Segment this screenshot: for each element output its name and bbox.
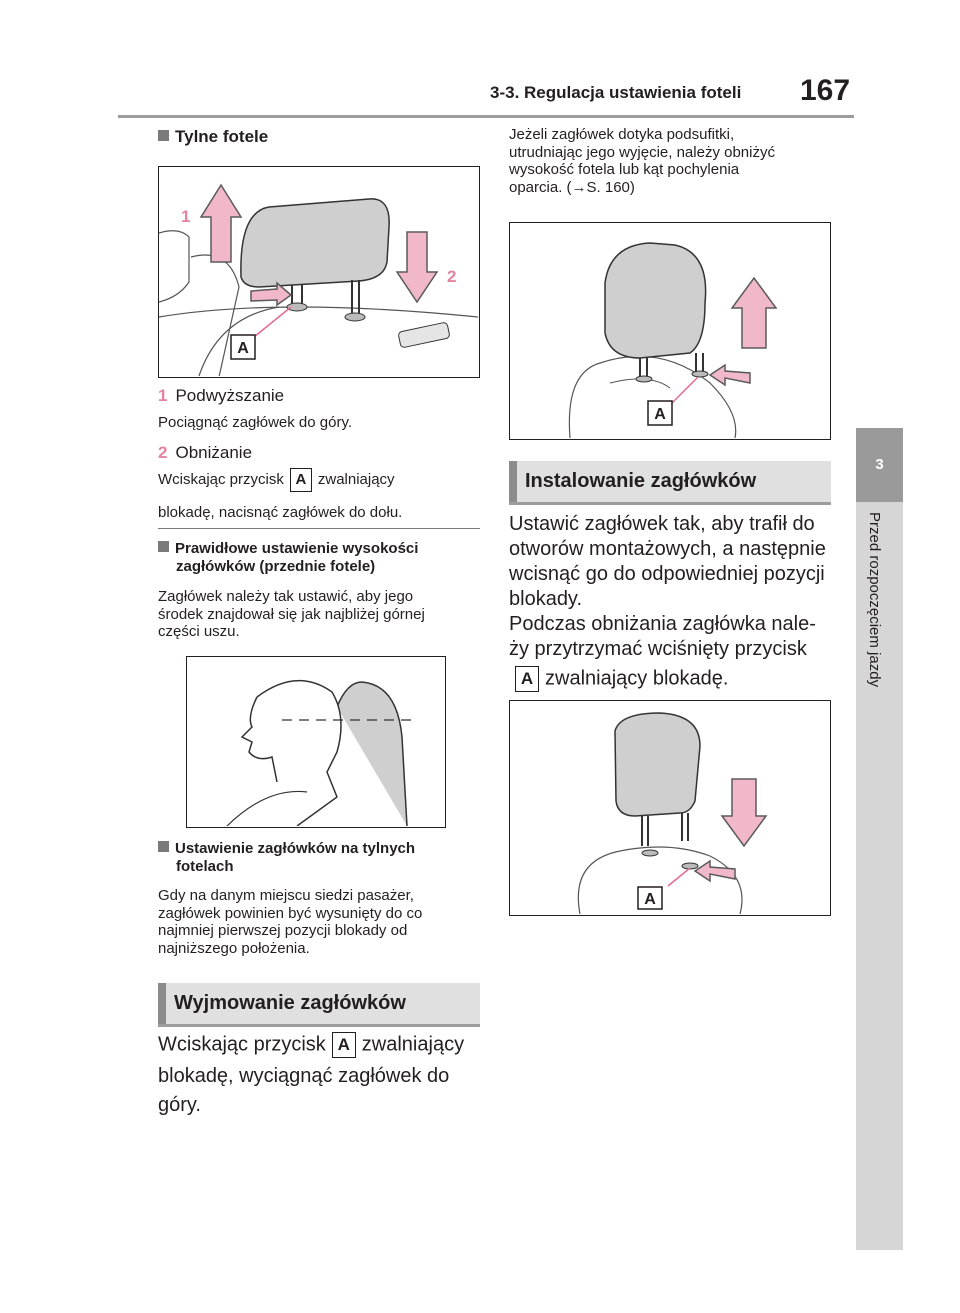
svg-text:A: A	[654, 406, 666, 423]
rear-seats-heading: Tylne fotele	[158, 127, 268, 147]
headrest-removal-illustration: A	[568, 242, 778, 439]
release-button-key: A	[331, 1032, 356, 1058]
chapter-tab-label: Przed rozpoczęciem jazdy	[866, 512, 883, 688]
divider	[158, 528, 480, 529]
rear-headrest-illustration: A 1 2	[158, 183, 479, 378]
svg-text:1: 1	[181, 207, 190, 226]
svg-text:A: A	[644, 891, 656, 908]
svg-text:A: A	[237, 340, 249, 357]
figure-rear-headrest: A 1 2	[158, 166, 480, 378]
release-button-key: A	[289, 468, 312, 492]
figure-head-position	[186, 656, 446, 828]
rear-height-text: Gdy na danym miejscu siedzi pasażer,zagł…	[158, 887, 423, 957]
svg-text:2: 2	[447, 267, 456, 286]
ceiling-note: Jeżeli zagłówek dotyka podsufitki,utrudn…	[509, 126, 775, 196]
chapter-tab	[856, 502, 903, 1250]
install-text: Ustawić zagłówek tak, aby trafił do otwo…	[509, 512, 849, 692]
figure-headrest-install: A	[509, 700, 831, 916]
header-rule	[118, 115, 854, 118]
head-position-illustration	[226, 680, 417, 827]
item-lower-text-2: blokadę, nacisnąć zagłówek do dołu.	[158, 504, 403, 521]
page-number: 167	[800, 74, 851, 107]
removal-heading: Wyjmowanie zagłówków	[158, 983, 480, 1027]
headrest-install-illustration: A	[577, 712, 768, 915]
install-heading: Instalowanie zagłówków	[509, 461, 831, 505]
item-raise-text: Pociągnąć zagłówek do góry.	[158, 414, 353, 431]
chapter-tab-number: 3	[856, 428, 903, 502]
section-title: 3-3. Regulacja ustawienia foteli	[490, 83, 742, 102]
release-button-key: A	[515, 666, 539, 692]
figure-headrest-removal: A	[509, 222, 831, 440]
